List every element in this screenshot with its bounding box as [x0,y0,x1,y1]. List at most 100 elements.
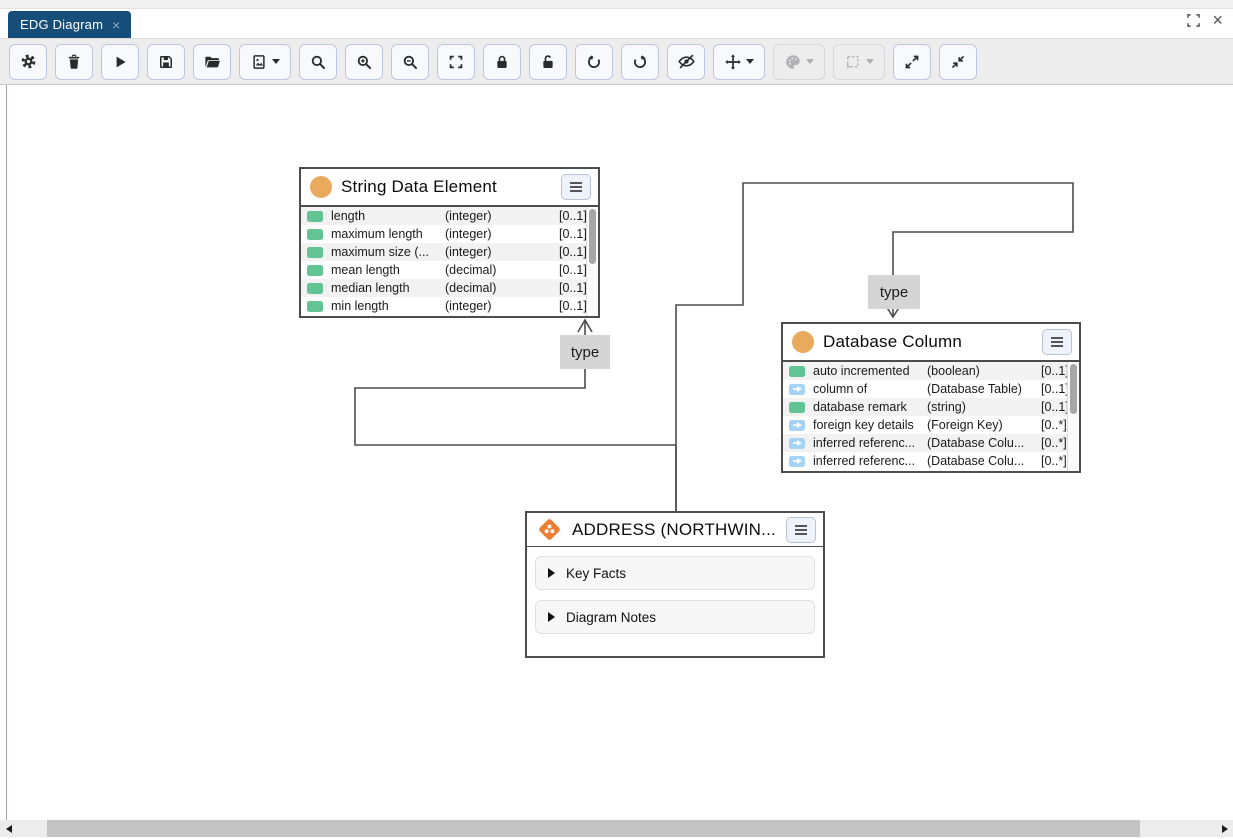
property-name: auto incremented [813,364,910,378]
image-file-icon [250,53,268,71]
node-database-column[interactable]: Database Column auto incremented(boolean… [781,322,1081,473]
attribute-square-icon [307,300,323,312]
scrollbar-track[interactable] [17,820,1216,837]
edge-address-to-string[interactable] [354,318,677,511]
caret-down-icon [866,59,874,64]
delete-button[interactable] [55,43,93,80]
tab-label: EDG Diagram [20,17,104,32]
toolbar [0,38,1233,85]
expand-all-button[interactable] [893,43,931,80]
node-menu-button[interactable] [561,174,591,200]
property-cardinality: [0..1] [559,245,587,259]
scroll-right-button[interactable] [1216,820,1233,837]
lock-button[interactable] [483,43,521,80]
class-circle-icon [792,331,814,353]
collapse-arrows-icon [949,53,967,71]
property-name: inferred referenc... [813,436,916,450]
move-button[interactable] [713,43,765,80]
node-scrollbar[interactable] [1067,362,1079,471]
tab-close-icon[interactable]: × [112,16,121,33]
attribute-row[interactable]: maximum length(integer)[0..1] [301,225,587,243]
open-button[interactable] [193,43,231,80]
attribute-square-icon [789,365,805,377]
selection-button[interactable] [833,43,885,80]
attribute-row[interactable]: foreign key details (Foreign Key) [0..*] [783,416,1067,434]
style-button[interactable] [773,43,825,80]
scrollbar-thumb[interactable] [47,820,1140,837]
attribute-row[interactable]: database remark(string)[0..1] [783,398,1069,416]
scrollbar-thumb[interactable] [589,209,596,264]
property-cardinality: [0..1] [1041,364,1069,378]
edge-label-type[interactable]: type [560,335,610,369]
property-name: median length [331,281,410,295]
attribute-row[interactable]: auto incremented(boolean)[0..1] [783,362,1069,380]
property-cardinality: [0..*] [1041,418,1067,432]
caret-down-icon [272,59,280,64]
attribute-row[interactable]: min length(integer)[0..1] [301,297,587,315]
attribute-row[interactable]: length(integer)[0..1] [301,207,587,225]
tab-bar: EDG Diagram × × [0,10,1233,38]
collapse-all-button[interactable] [939,43,977,80]
attribute-square-icon [307,282,323,294]
export-image-button[interactable] [239,43,291,80]
zoom-out-button[interactable] [391,43,429,80]
node-title: Database Column [823,332,963,351]
attribute-row[interactable]: column of(Database Table)[0..1] [783,380,1069,398]
unlock-button[interactable] [529,43,567,80]
diagram-canvas[interactable]: type type String Data Element length(int… [6,85,1233,820]
property-type: (Database Colu... [927,436,1025,450]
property-type: (integer) [445,227,492,241]
property-name: maximum size (... [331,245,429,259]
node-scrollbar[interactable] [586,207,598,316]
run-button[interactable] [101,43,139,80]
tab-edg-diagram[interactable]: EDG Diagram × [8,11,131,38]
fit-screen-button[interactable] [437,43,475,80]
hamburger-icon [1051,337,1063,347]
undo-button[interactable] [575,43,613,80]
hide-button[interactable] [667,43,705,80]
property-type: (Foreign Key) [927,418,1003,432]
scrollbar-thumb[interactable] [1070,364,1077,414]
attribute-row[interactable]: maximum size (...(integer)[0..1] [301,243,587,261]
maximize-panel-icon[interactable] [1187,14,1201,27]
settings-button[interactable] [9,43,47,80]
attribute-row[interactable]: median length(decimal)[0..1] [301,279,587,297]
property-type: (decimal) [445,281,497,295]
property-name: mean length [331,263,400,277]
node-menu-button[interactable] [1042,329,1072,355]
edge-address-to-database-column[interactable] [675,182,1074,511]
redo-button[interactable] [621,43,659,80]
panel-controls: × [1187,10,1223,30]
attribute-square-icon [307,264,323,276]
zoom-in-button[interactable] [345,43,383,80]
fit-screen-icon [447,53,465,71]
edge-label-type[interactable]: type [868,275,920,309]
arrowhead-down-icon [885,305,901,319]
property-name: min length [331,299,389,313]
section-diagram-notes[interactable]: Diagram Notes [535,600,815,634]
save-button[interactable] [147,43,185,80]
property-name: database remark [813,400,907,414]
node-title: ADDRESS (NORTHWIN... [572,519,776,539]
close-panel-icon[interactable]: × [1212,10,1223,30]
property-cardinality: [0..1] [559,299,587,313]
expand-arrows-icon [903,53,921,71]
expand-triangle-icon [548,612,555,622]
node-menu-button[interactable] [786,516,816,543]
horizontal-scrollbar[interactable] [0,820,1233,837]
node-header[interactable]: String Data Element [301,169,598,207]
node-string-data-element[interactable]: String Data Element length(integer)[0..1… [299,167,600,318]
section-key-facts[interactable]: Key Facts [535,556,815,590]
attribute-row[interactable]: inferred referenc...(Database Colu...[0.… [783,452,1067,470]
property-name: foreign key details [813,418,914,432]
search-button[interactable] [299,43,337,80]
property-name: column of [813,382,868,396]
right-arrow-icon [1221,824,1228,833]
node-header[interactable]: ADDRESS (NORTHWIN... [527,513,823,547]
node-header[interactable]: Database Column [783,324,1079,362]
attribute-row[interactable]: mean length(decimal)[0..1] [301,261,587,279]
selection-box-icon [844,53,862,71]
scroll-left-button[interactable] [0,820,17,837]
attribute-row[interactable]: inferred referenc...(Database Colu...[0.… [783,434,1067,452]
